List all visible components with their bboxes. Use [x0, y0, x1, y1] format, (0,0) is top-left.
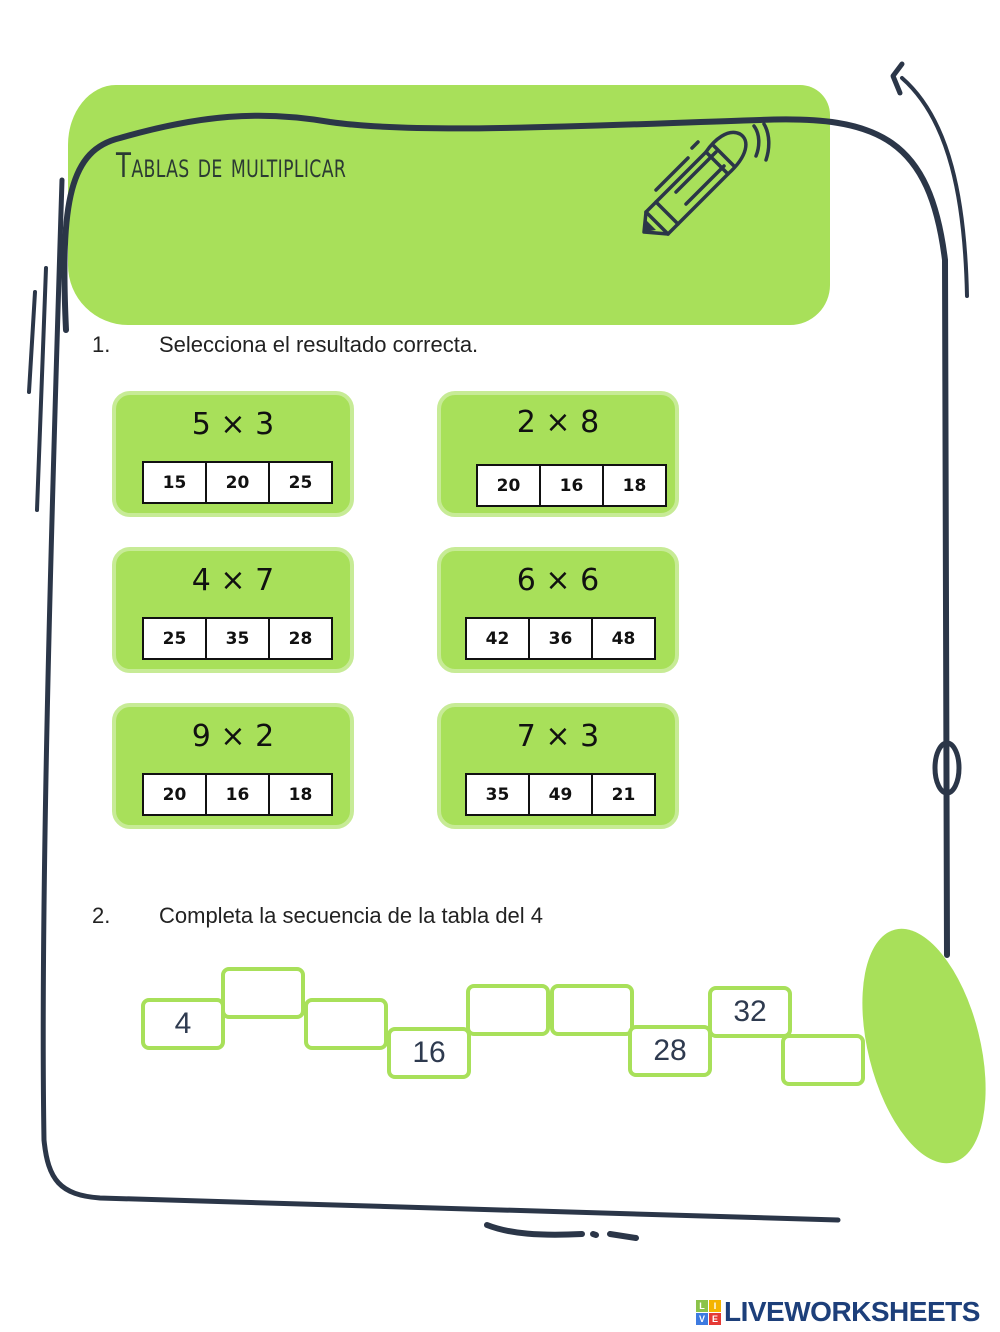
answer-options: 42 36 48	[465, 617, 656, 660]
multiplication-card: 4 × 7 25 35 28	[112, 547, 354, 673]
multiplication-card: 5 × 3 15 20 25	[112, 391, 354, 517]
card-expression: 4 × 7	[191, 563, 275, 598]
pencil-icon	[642, 122, 771, 236]
liveworksheets-logo-icon: L I V E	[696, 1299, 721, 1325]
sequence-box-empty	[466, 984, 550, 1036]
answer-option[interactable]: 48	[611, 628, 636, 649]
answer-options: 20 16 18	[142, 773, 333, 816]
liveworksheets-brand[interactable]: L I V E LIVEWORKSHEETS	[696, 1296, 980, 1328]
sequence-box-empty	[550, 984, 634, 1036]
sequence-input[interactable]	[786, 1040, 860, 1080]
answer-option[interactable]: 18	[288, 784, 313, 805]
logo-letter: I	[709, 1299, 721, 1312]
sequence-box-filled: 32	[708, 986, 792, 1038]
multiplication-card: 7 × 3 35 49 21	[437, 703, 679, 829]
card-expression: 9 × 2	[191, 719, 275, 754]
answer-options: 15 20 25	[142, 461, 333, 504]
answer-options: 35 49 21	[465, 773, 656, 816]
answer-option[interactable]: 16	[541, 466, 604, 505]
sequence-value: 32	[733, 995, 767, 1028]
answer-option[interactable]: 42	[467, 619, 530, 658]
answer-option[interactable]: 25	[144, 619, 207, 658]
multiplication-card: 2 × 8 20 16 18	[437, 391, 679, 517]
question-text: Completa la secuencia de la tabla del 4	[159, 903, 544, 928]
answer-option[interactable]: 18	[622, 475, 647, 496]
question-number: 1.	[92, 332, 111, 357]
sequence-input[interactable]	[309, 1004, 383, 1044]
answer-option[interactable]: 20	[144, 775, 207, 814]
logo-letter: V	[696, 1312, 708, 1325]
sequence-value: 28	[653, 1034, 687, 1067]
worksheet-title: Tablas de multiplicar	[116, 146, 347, 186]
sequence-box-filled: 16	[387, 1027, 471, 1079]
logo-letter: L	[696, 1299, 708, 1312]
sequence-box-filled: 4	[141, 998, 225, 1050]
answer-option[interactable]: 35	[207, 619, 270, 658]
sequence-value: 16	[412, 1036, 446, 1069]
sequence-box-empty	[781, 1034, 865, 1086]
question-number: 2.	[92, 903, 111, 928]
question-text: Selecciona el resultado correcta.	[159, 332, 479, 357]
card-expression: 5 × 3	[191, 407, 275, 442]
sequence-box-empty	[221, 967, 305, 1019]
multiplication-card: 6 × 6 42 36 48	[437, 547, 679, 673]
sequence-input[interactable]	[471, 990, 545, 1030]
question-1: 1. Selecciona el resultado correcta.	[92, 332, 478, 358]
answer-option[interactable]: 20	[207, 463, 270, 502]
answer-option[interactable]: 20	[478, 466, 541, 505]
answer-option[interactable]: 25	[288, 472, 313, 493]
question-2: 2. Completa la secuencia de la tabla del…	[92, 903, 543, 929]
sequence-input[interactable]	[555, 990, 629, 1030]
sequence-value: 4	[174, 1007, 192, 1040]
brand-name: LIVEWORKSHEETS	[724, 1296, 980, 1327]
answer-option[interactable]: 16	[207, 775, 270, 814]
answer-option[interactable]: 28	[288, 628, 313, 649]
sequence-input[interactable]	[226, 973, 300, 1013]
answer-options: 25 35 28	[142, 617, 333, 660]
answer-option[interactable]: 36	[530, 619, 593, 658]
answer-options: 20 16 18	[476, 464, 667, 507]
answer-option[interactable]: 21	[611, 784, 636, 805]
sequence-box-filled: 28	[628, 1025, 712, 1077]
card-expression: 6 × 6	[516, 563, 600, 598]
card-expression: 2 × 8	[516, 405, 600, 440]
answer-option[interactable]: 15	[144, 463, 207, 502]
answer-option[interactable]: 49	[530, 775, 593, 814]
multiplication-card: 9 × 2 20 16 18	[112, 703, 354, 829]
answer-option[interactable]: 35	[467, 775, 530, 814]
card-expression: 7 × 3	[516, 719, 600, 754]
sequence-box-empty	[304, 998, 388, 1050]
logo-letter: E	[709, 1312, 721, 1325]
